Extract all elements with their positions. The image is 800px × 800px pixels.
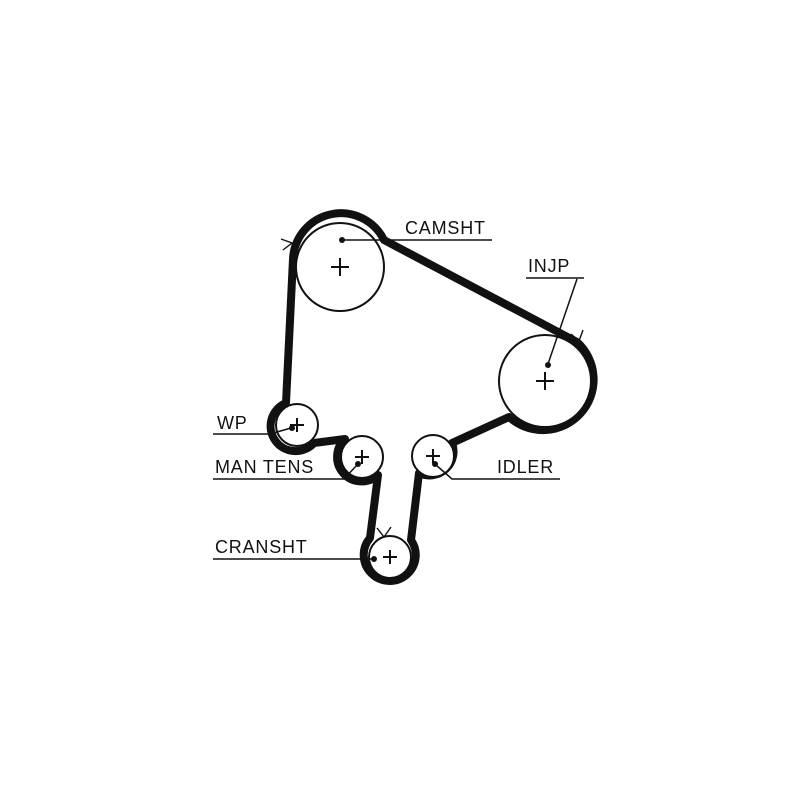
camshaft-pulley: [295, 222, 385, 312]
water-pump-center-cross: [290, 418, 304, 432]
injection-pump-center-cross: [536, 372, 554, 390]
belt-direction-arrow-injection-pump: [570, 329, 584, 343]
camshaft-label: CAMSHT: [405, 218, 486, 238]
injection-pump-leader-line: [526, 277, 584, 365]
crankshaft-pulley: [368, 535, 412, 579]
camshaft-leader-dot: [339, 237, 345, 243]
crankshaft-center-cross: [383, 550, 397, 564]
idler-leader-line: [435, 464, 560, 480]
belt-direction-arrow-camshaft: [280, 238, 294, 251]
crankshaft-label: CRANSHT: [215, 537, 308, 557]
water-pump-leader-dot: [289, 425, 295, 431]
water-pump-pulley: [275, 403, 319, 447]
injection-pump-leader-dot: [545, 362, 551, 368]
crankshaft-callout: CRANSHT: [213, 537, 377, 562]
timing-belt-path: [266, 209, 598, 585]
injection-pump-callout: INJP: [526, 256, 584, 368]
manual-tensioner-label: MAN TENS: [215, 457, 314, 477]
injection-pump-label: INJP: [528, 256, 570, 276]
injection-pump-pulley: [498, 334, 592, 428]
water-pump-callout: WP: [213, 413, 295, 435]
belt-direction-arrow-crankshaft: [376, 526, 392, 539]
manual-tensioner-callout: MAN TENS: [213, 457, 361, 480]
manual-tensioner-leader-dot: [355, 461, 361, 467]
idler-callout: IDLER: [432, 457, 560, 480]
manual-tensioner-center-cross: [355, 450, 369, 464]
idler-leader-dot: [432, 461, 438, 467]
idler-center-cross: [426, 449, 440, 463]
idler-label: IDLER: [497, 457, 554, 477]
camshaft-center-cross: [331, 258, 349, 276]
manual-tensioner-pulley: [340, 435, 384, 479]
camshaft-callout: CAMSHT: [339, 218, 492, 243]
water-pump-leader-line: [213, 427, 292, 435]
water-pump-label: WP: [217, 413, 248, 433]
manual-tensioner-leader-line: [213, 464, 358, 480]
crankshaft-leader-dot: [371, 556, 377, 562]
idler-pulley: [411, 434, 455, 478]
